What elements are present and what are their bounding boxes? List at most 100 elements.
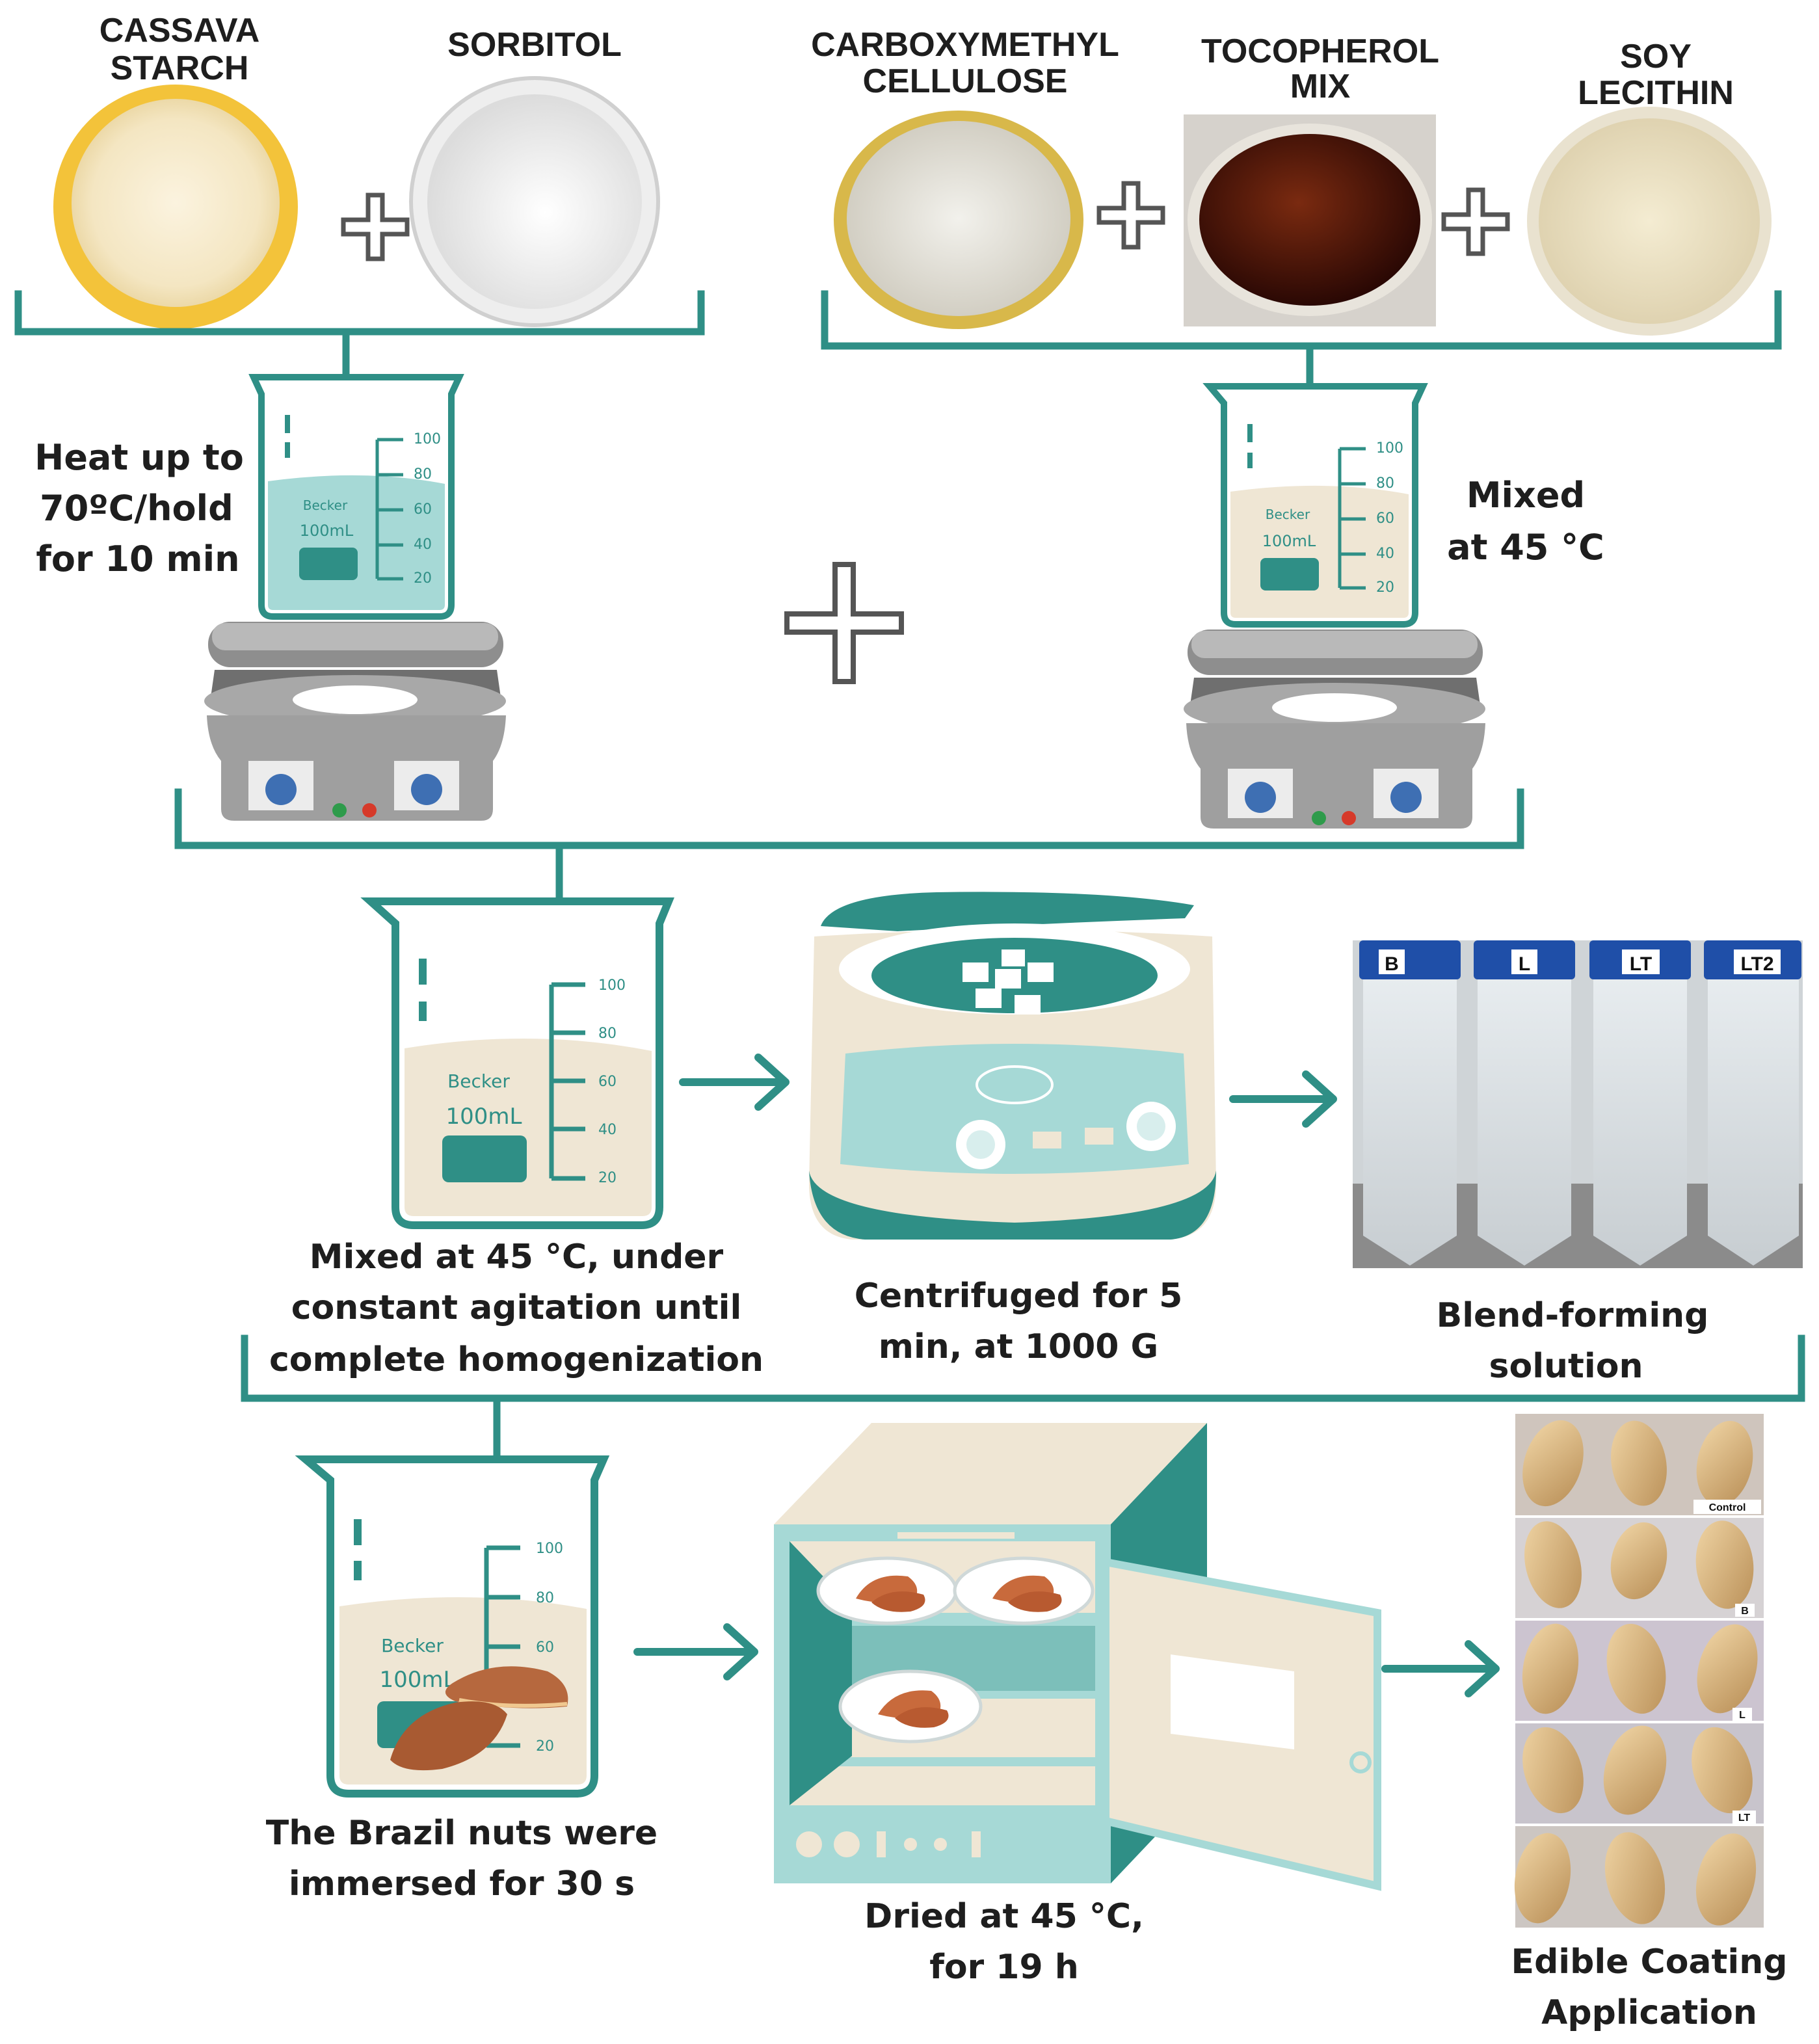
beaker-tick: 100 — [414, 431, 441, 447]
ingredient-label: CARBOXYMETHYL — [811, 26, 1119, 64]
ingredient-label: LECITHIN — [1578, 74, 1734, 112]
step-centrifuge-line: Centrifuged for 5 — [855, 1277, 1183, 1316]
beaker-tick: 80 — [1376, 475, 1394, 492]
step-centrifuge-line: min, at 1000 G — [879, 1327, 1158, 1366]
step-dry-label: Dried at 45 °C, for 19 h — [864, 1897, 1144, 1987]
beaker-label: Becker — [447, 1070, 510, 1092]
step-heat-line: for 10 min — [36, 538, 239, 579]
beaker-tick: 40 — [1376, 546, 1394, 562]
step-dry-line: for 19 h — [929, 1948, 1079, 1987]
step-heat-line: Heat up to — [34, 437, 244, 478]
arrow-right-icon — [679, 1054, 790, 1111]
beaker-tick: 20 — [414, 570, 432, 587]
ingredient-tocopherol-mix: TOCOPHEROL MIX — [1184, 33, 1439, 326]
step-final-line: Edible Coating — [1511, 1943, 1788, 1982]
coated-nuts-photo: Control B L LT — [1514, 1414, 1764, 1928]
plus-icon — [1096, 181, 1165, 250]
plus-icon — [341, 192, 410, 261]
step-final-line: Application — [1541, 1993, 1757, 2032]
petri-dish-icon — [953, 1556, 1095, 1625]
beaker-label: Becker — [303, 498, 348, 513]
beaker-tick: 40 — [598, 1122, 617, 1138]
beaker-tick: 60 — [598, 1074, 617, 1090]
ingredient-label: SOY — [1620, 38, 1692, 75]
step-immerse-line: immersed for 30 s — [289, 1865, 635, 1904]
beaker-label: Becker — [381, 1635, 444, 1656]
ingredient-label: MIX — [1290, 68, 1351, 105]
step-mix45-line: at 45 °C — [1447, 527, 1604, 568]
beaker-tick: 100 — [598, 977, 626, 994]
ingredient-sorbitol: SORBITOL — [409, 26, 660, 327]
beaker-tick: 60 — [414, 501, 432, 518]
photo-tag: LT — [1738, 1812, 1751, 1824]
beaker-volume: 100mL — [446, 1104, 522, 1130]
tube-label: LT2 — [1740, 953, 1773, 975]
step-mix45-label: Mixed at 45 °C — [1447, 475, 1604, 568]
tube: B — [1359, 940, 1461, 1266]
step-dry-line: Dried at 45 °C, — [864, 1897, 1144, 1936]
step-blend-line: solution — [1489, 1347, 1643, 1386]
ingredient-label: CELLULOSE — [863, 62, 1068, 100]
plus-icon — [784, 562, 904, 684]
tube: L — [1474, 940, 1575, 1266]
beaker-tick: 20 — [536, 1738, 554, 1755]
ingredient-label: TOCOPHEROL — [1201, 33, 1439, 70]
beaker-tick: 60 — [536, 1639, 554, 1656]
tube-label: L — [1519, 953, 1530, 975]
beaker-label: Becker — [1266, 507, 1310, 522]
tube-label: LT — [1630, 953, 1652, 975]
photo-tag: Control — [1709, 1502, 1746, 1513]
photo-tag: B — [1741, 1606, 1749, 1617]
arrow-right-icon — [1381, 1640, 1500, 1697]
ingredient-label: STARCH — [111, 49, 249, 87]
arrow-right-icon — [633, 1623, 758, 1680]
hot-plate-icon — [204, 622, 506, 821]
beaker-tick: 100 — [1376, 440, 1403, 457]
beaker-icon: Becker 100mL 100 80 60 40 20 — [360, 897, 674, 1229]
step-heat-label: Heat up to 70ºC/hold for 10 min — [34, 437, 244, 579]
step-mix-agitation-label: Mixed at 45 °C, under constant agitation… — [269, 1238, 763, 1379]
photo-tag: L — [1739, 1710, 1746, 1721]
beaker-tick: 80 — [414, 466, 432, 483]
ingredient-cassava-starch: CASSAVA STARCH — [53, 12, 298, 329]
step-mix45-line: Mixed — [1467, 475, 1585, 516]
step-mix-agitation-line: complete homogenization — [269, 1340, 763, 1379]
plus-icon — [1441, 187, 1510, 256]
centrifuge-icon — [809, 892, 1216, 1240]
ingredient-label: SORBITOL — [447, 26, 622, 64]
step-blend-label: Blend-forming solution — [1437, 1296, 1709, 1386]
beaker-tick: 100 — [536, 1541, 563, 1557]
beaker-tick: 40 — [414, 537, 432, 553]
step-mix-agitation-line: constant agitation until — [291, 1288, 742, 1327]
beaker-icon: Becker 100mL 100 80 60 20 — [295, 1455, 610, 1798]
beaker-icon: Becker 100mL 100 80 60 40 20 — [1202, 383, 1428, 628]
hot-plate-icon — [1184, 630, 1485, 829]
step-mix-agitation-line: Mixed at 45 °C, under — [310, 1238, 724, 1277]
step-blend-line: Blend-forming — [1437, 1296, 1709, 1335]
petri-dish-icon — [838, 1669, 983, 1744]
beaker-icon: Becker 100mL 100 80 60 40 20 — [248, 374, 464, 620]
beaker-tick: 20 — [598, 1170, 617, 1186]
connector-brackets — [14, 290, 1805, 1458]
beaker-volume: 100mL — [1262, 532, 1316, 550]
step-immerse-line: The Brazil nuts were — [266, 1814, 657, 1853]
beaker-tick: 20 — [1376, 579, 1394, 596]
tube: LT2 — [1704, 940, 1801, 1266]
step-final-label: Edible Coating Application — [1511, 1943, 1788, 2032]
arrow-right-icon — [1229, 1070, 1337, 1128]
beaker-volume: 100mL — [300, 522, 354, 540]
brazil-nut-icon — [390, 1701, 507, 1771]
step-heat-line: 70ºC/hold — [40, 488, 233, 529]
blend-tubes-photo: B L LT LT2 — [1353, 940, 1803, 1268]
tube: LT — [1589, 940, 1691, 1266]
beaker-tick: 80 — [598, 1026, 617, 1042]
oven-icon — [774, 1423, 1381, 1891]
tube-label: B — [1385, 953, 1399, 975]
ingredient-soy-lecithin: SOY LECITHIN — [1527, 38, 1772, 336]
beaker-tick: 60 — [1376, 511, 1394, 527]
beaker-tick: 80 — [536, 1590, 554, 1606]
step-immerse-label: The Brazil nuts were immersed for 30 s — [266, 1814, 657, 1904]
beaker-volume: 100mL — [380, 1667, 456, 1693]
ingredient-label: CASSAVA — [100, 12, 260, 49]
